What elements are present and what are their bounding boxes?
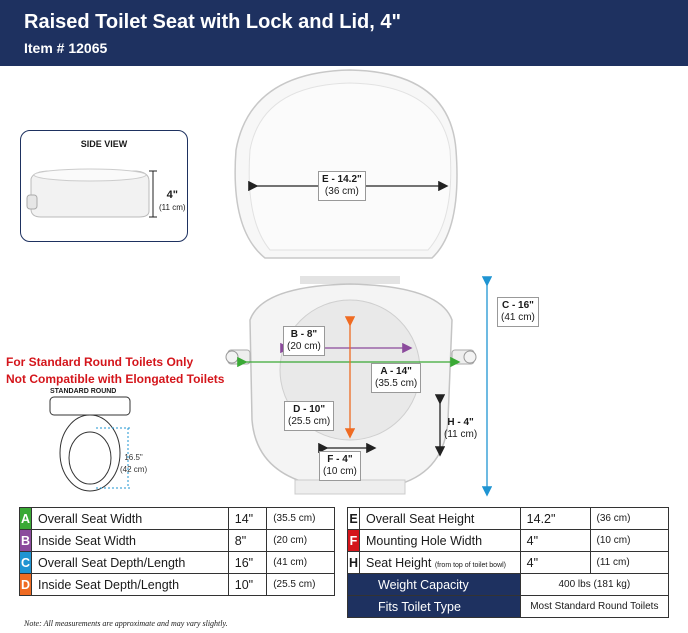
row-cm: (35.5 cm): [266, 507, 335, 530]
hinge: [300, 276, 400, 284]
row-name: Inside Seat Depth/Length: [31, 573, 229, 596]
toilet-tank: [49, 396, 131, 416]
table-row: C Overall Seat Depth/Length 16" (41 cm): [19, 551, 335, 574]
b-value: B - 8": [290, 329, 318, 340]
weight-capacity-value: 400 lbs (181 kg): [519, 573, 670, 596]
left-spec-table: A Overall Seat Width 14" (35.5 cm) B Ins…: [19, 507, 335, 596]
f-value: F - 4": [327, 454, 353, 465]
row-letter: B: [19, 529, 32, 552]
standard-round-label: STANDARD ROUND: [50, 388, 117, 395]
b-cm: (20 cm): [287, 341, 321, 352]
side-view-label: SIDE VIEW: [80, 139, 128, 149]
d-value: D - 10": [293, 404, 326, 415]
row-letter: C: [19, 551, 32, 574]
row-inch: 10": [227, 573, 268, 596]
dimension-a-label: A - 14"(35.5 cm): [371, 363, 422, 393]
d-cm: (25.5 cm): [288, 416, 331, 427]
row-letter: E: [347, 507, 360, 530]
side-view-height-cm: (11 cm): [159, 203, 186, 212]
footnote: Note: All measurements are approximate a…: [24, 619, 228, 628]
row-name-text: Seat Height: [366, 555, 432, 570]
table-row: Weight Capacity 400 lbs (181 kg): [347, 573, 670, 596]
row-letter: F: [347, 529, 360, 552]
f-cm: (10 cm): [323, 466, 357, 477]
e-value: E - 14.2": [322, 174, 362, 185]
standard-round-length: 16.5": [124, 453, 143, 462]
toilet-bowl-inner: [68, 431, 112, 485]
seat-base: [294, 479, 406, 495]
standard-round-length-cm: (42 cm): [120, 465, 148, 474]
item-number: Item # 12065: [24, 40, 108, 56]
h-cm: (11 cm): [444, 429, 478, 440]
dimension-d-label: D - 10"(25.5 cm): [284, 401, 335, 431]
row-name: Overall Seat Height: [359, 507, 521, 530]
row-cm: (36 cm): [589, 507, 670, 530]
row-inch: 14.2": [519, 507, 591, 530]
table-row: A Overall Seat Width 14" (35.5 cm): [19, 507, 335, 530]
row-name: Overall Seat Depth/Length: [31, 551, 229, 574]
weight-capacity-label: Weight Capacity: [347, 573, 521, 596]
header-banner: Raised Toilet Seat with Lock and Lid, 4"…: [0, 0, 688, 66]
row-cm: (11 cm): [589, 551, 670, 574]
table-row: E Overall Seat Height 14.2" (36 cm): [347, 507, 670, 530]
row-inch: 4": [519, 529, 591, 552]
row-cm: (10 cm): [589, 529, 670, 552]
side-view-dimension: 4" (11 cm): [159, 189, 186, 214]
lid-inner: [248, 82, 452, 251]
row-note: (from top of toilet bowl): [434, 561, 507, 569]
c-value: C - 16": [501, 300, 534, 311]
a-value: A - 14": [380, 366, 412, 377]
table-row: F Mounting Hole Width 4" (10 cm): [347, 529, 670, 552]
table-row: H Seat Height (from top of toilet bowl) …: [347, 551, 670, 574]
row-cm: (25.5 cm): [266, 573, 335, 596]
right-spec-table: E Overall Seat Height 14.2" (36 cm) F Mo…: [347, 507, 670, 618]
dimension-c-label: C - 16"(41 cm): [497, 297, 539, 327]
table-row: Fits Toilet Type Most Standard Round Toi…: [347, 595, 670, 618]
dimension-h-label: H - 4"(11 cm): [441, 415, 480, 443]
fits-toilet-label: Fits Toilet Type: [347, 595, 521, 618]
row-name: Seat Height (from top of toilet bowl): [359, 551, 521, 574]
e-cm: (36 cm): [324, 186, 359, 197]
row-name: Mounting Hole Width: [359, 529, 521, 552]
h-value: H - 4": [447, 417, 474, 428]
row-name: Overall Seat Width: [31, 507, 229, 530]
row-inch: 14": [227, 507, 268, 530]
dimension-b-label: B - 8"(20 cm): [283, 326, 325, 356]
row-letter: H: [347, 551, 360, 574]
row-inch: 4": [519, 551, 591, 574]
warning-line-2: Not Compatible with Elongated Toilets: [6, 372, 225, 386]
table-row: B Inside Seat Width 8" (20 cm): [19, 529, 335, 552]
a-cm: (35.5 cm): [375, 378, 418, 389]
row-letter: D: [19, 573, 32, 596]
table-row: D Inside Seat Depth/Length 10" (25.5 cm): [19, 573, 335, 596]
dimension-f-label: F - 4"(10 cm): [319, 451, 361, 481]
dimension-e-label: E - 14.2"(36 cm): [318, 171, 366, 201]
compatibility-warning: For Standard Round Toilets Only Not Comp…: [6, 354, 224, 388]
c-cm: (41 cm): [501, 312, 535, 323]
side-view-panel: SIDE VIEW 4" (11 cm): [20, 130, 188, 242]
row-letter: A: [19, 507, 32, 530]
row-cm: (20 cm): [266, 529, 335, 552]
row-name: Inside Seat Width: [31, 529, 229, 552]
row-cm: (41 cm): [266, 551, 335, 574]
standard-round-dimension: 16.5" (42 cm): [120, 452, 147, 476]
side-view-height: 4": [166, 189, 178, 201]
fits-toilet-value: Most Standard Round Toilets: [519, 595, 670, 618]
row-inch: 16": [227, 551, 268, 574]
row-inch: 8": [227, 529, 268, 552]
warning-line-1: For Standard Round Toilets Only: [6, 355, 194, 369]
side-view-seat-illustration: [26, 168, 157, 218]
product-title: Raised Toilet Seat with Lock and Lid, 4": [24, 11, 401, 33]
